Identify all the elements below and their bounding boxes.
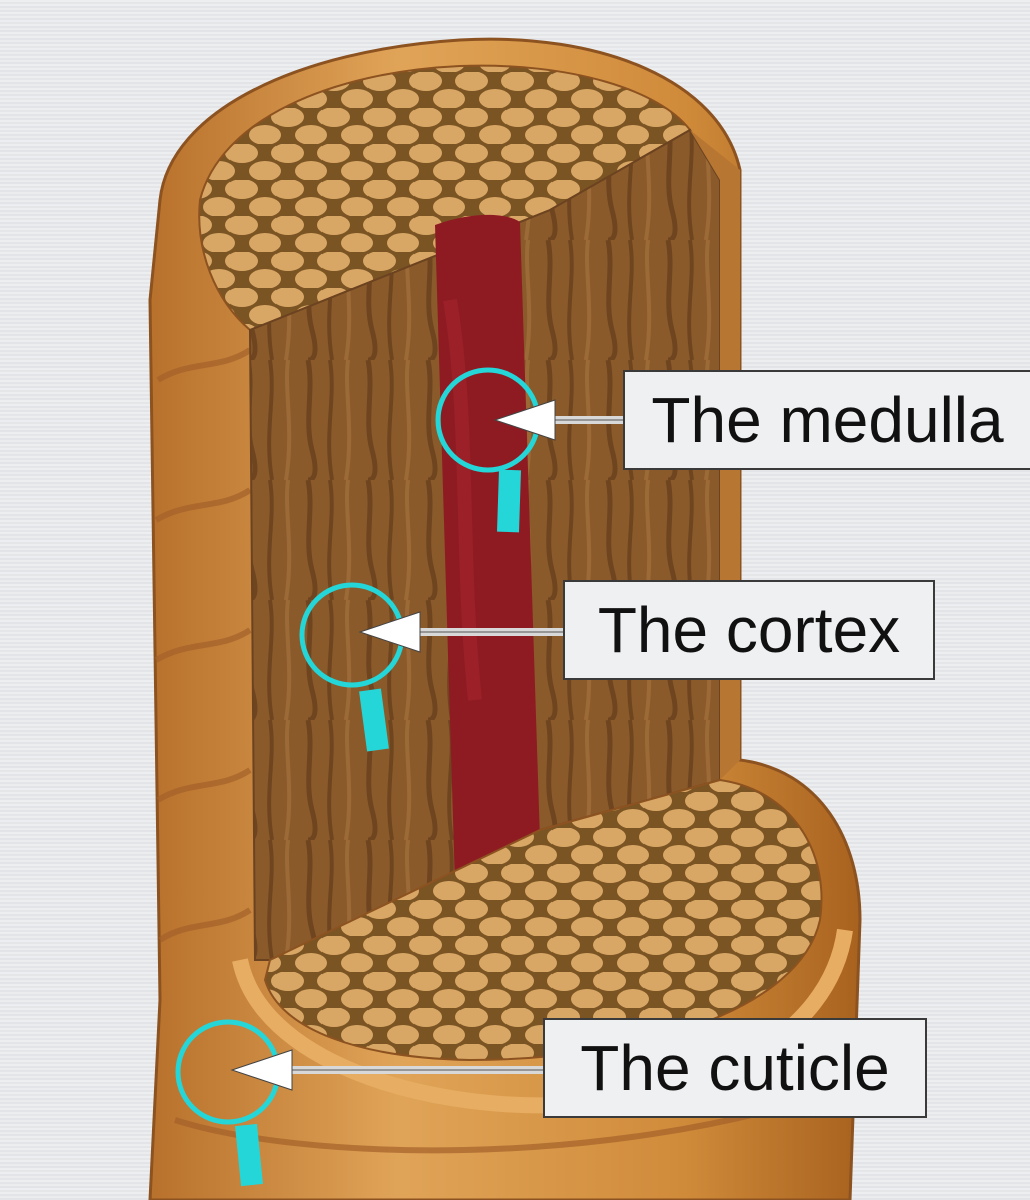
top-cross-section <box>198 64 692 332</box>
cortex-label: The cortex <box>563 580 935 680</box>
cuticle-arrow-pointer-icon <box>230 1049 545 1091</box>
medulla-label: The medulla <box>623 370 1030 470</box>
medulla-arrow-pointer-icon <box>493 399 625 441</box>
cuticle-label: The cuticle <box>543 1018 927 1118</box>
cortex-arrow-pointer-icon <box>358 611 565 653</box>
